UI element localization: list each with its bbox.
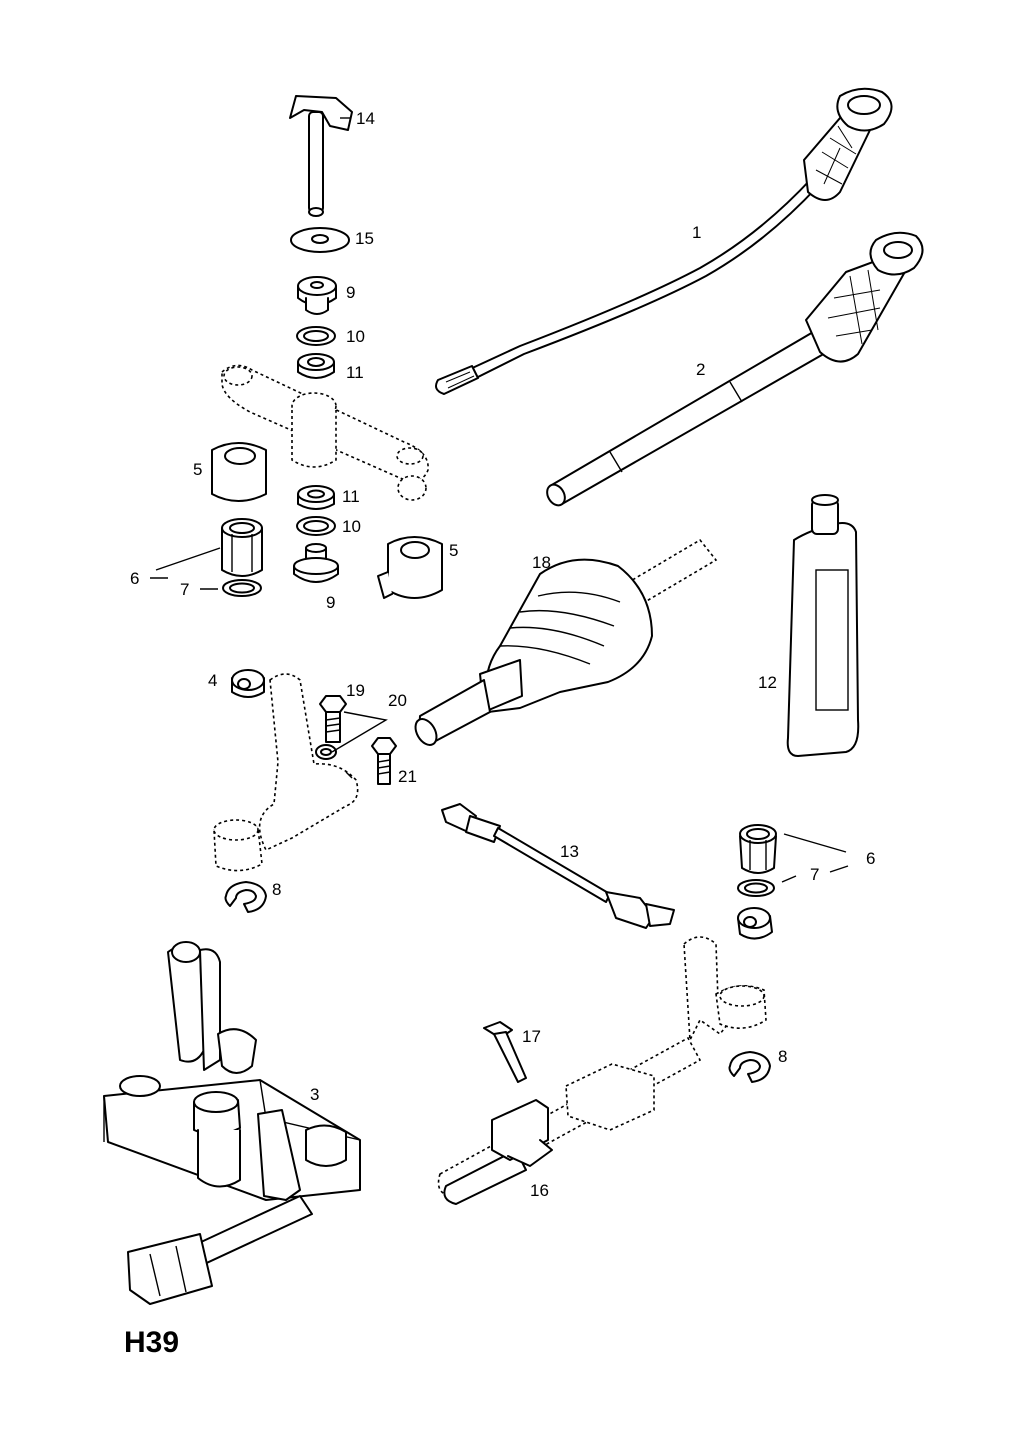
part-18-gaiter	[414, 538, 718, 746]
label-7-right: 7	[810, 865, 819, 884]
label-5-right: 5	[449, 541, 458, 560]
label-6-right: 6	[866, 849, 875, 868]
label-15: 15	[355, 229, 374, 248]
ghost-lever-right	[437, 936, 767, 1197]
part-9-upper-bushing	[297, 276, 337, 315]
label-9-upper: 9	[346, 283, 355, 302]
label-5-left: 5	[193, 460, 202, 479]
part-5-right-boot	[377, 536, 443, 599]
label-8-right: 8	[778, 1047, 787, 1066]
label-10-upper: 10	[346, 327, 365, 346]
part-20-washer	[315, 744, 337, 760]
part-2-selector-shaft	[546, 231, 924, 507]
label-2: 2	[696, 360, 705, 379]
label-1: 1	[692, 223, 701, 242]
part-6-left-collet	[221, 518, 263, 577]
part-17-pin	[483, 1021, 527, 1083]
part-7-left-ring	[222, 579, 262, 597]
part-14-clip-pin	[289, 95, 353, 217]
label-6-left: 6	[130, 569, 139, 588]
label-21: 21	[398, 767, 417, 786]
part-3-selector-assembly	[103, 941, 361, 1305]
label-7-left: 7	[180, 580, 189, 599]
part-11-lower-bush	[297, 485, 335, 510]
part-15-washer	[290, 227, 350, 253]
part-10-lower-o-ring	[296, 516, 336, 536]
part-7-right-ring	[737, 879, 775, 897]
part-16-clamp	[443, 1099, 553, 1205]
part-8-left-circlip	[224, 881, 267, 913]
part-4-bush	[231, 669, 265, 698]
part-12-tube	[786, 494, 860, 757]
part-19-bolt	[319, 695, 347, 743]
part-9-lower-bushing	[293, 543, 339, 583]
label-3: 3	[310, 1085, 319, 1104]
part-1-selector-rod	[435, 87, 893, 395]
ghost-mounting-plate	[221, 364, 429, 501]
label-18: 18	[532, 553, 551, 572]
reference-labels: 14 15 9 10 11 1 2 5 11 10 5 6 7 9 18 12 …	[130, 109, 875, 1200]
ghost-lever-left	[213, 673, 359, 872]
part-11-upper-bush	[297, 353, 335, 379]
part-5-left-boot	[211, 442, 267, 502]
part-8-right-circlip	[728, 1051, 771, 1083]
label-13: 13	[560, 842, 579, 861]
label-10-lower: 10	[342, 517, 361, 536]
part-13-cable	[441, 803, 675, 929]
part-4-right-bush	[737, 907, 773, 940]
label-16: 16	[530, 1181, 549, 1200]
label-9-lower: 9	[326, 593, 335, 612]
page-code: H39	[124, 1326, 179, 1359]
label-4: 4	[208, 671, 217, 690]
label-19: 19	[346, 681, 365, 700]
label-11-lower: 11	[342, 487, 360, 506]
part-10-upper-o-ring	[296, 326, 336, 346]
label-12: 12	[758, 673, 777, 692]
label-20: 20	[388, 691, 407, 710]
label-14: 14	[356, 109, 375, 128]
part-21-bolt	[371, 737, 397, 785]
label-17: 17	[522, 1027, 541, 1046]
label-11-upper: 11	[346, 363, 364, 382]
label-8-left: 8	[272, 880, 281, 899]
leader-lines	[150, 117, 849, 883]
part-6-right-collet	[739, 824, 777, 874]
